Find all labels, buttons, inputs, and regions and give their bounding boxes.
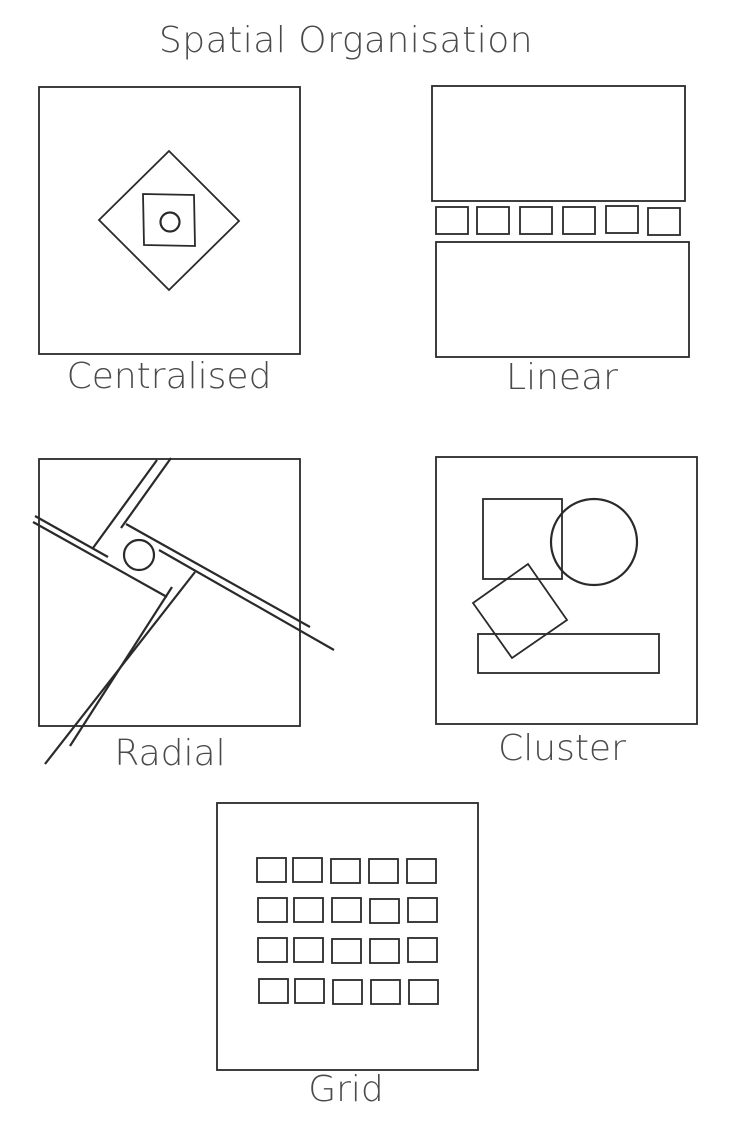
diagram-grid	[216, 802, 479, 1071]
inner-square	[142, 193, 196, 247]
nw-arm-line-b	[34, 515, 109, 558]
label-cluster: Cluster	[498, 728, 626, 769]
bottom-rectangle	[435, 241, 690, 358]
small-square-6	[647, 207, 681, 236]
center-circle	[159, 211, 181, 233]
cluster-square	[482, 498, 563, 580]
top-rectangle	[431, 85, 686, 202]
top-arm-line-a	[92, 459, 158, 549]
label-grid: Grid	[308, 1069, 384, 1110]
diagram-cluster	[435, 456, 698, 725]
small-square-3	[519, 206, 553, 235]
grid-cells	[256, 857, 439, 1005]
right-arm-line-b	[158, 549, 335, 651]
outer-square	[435, 456, 698, 725]
label-linear: Linear	[506, 357, 618, 398]
nw-arm-line-a	[32, 521, 168, 598]
small-square-4	[562, 206, 596, 235]
small-square-5	[605, 205, 639, 234]
diagram-centralised	[38, 86, 301, 355]
right-arm-line-a	[125, 523, 311, 628]
rotated-diamond	[97, 149, 241, 292]
outer-square	[38, 86, 301, 355]
cluster-rotated-square	[471, 562, 569, 660]
center-circle	[122, 538, 156, 572]
top-arm-line-b	[120, 457, 172, 529]
outer-square	[216, 802, 479, 1071]
diagram-linear	[431, 85, 690, 358]
label-radial: Radial	[114, 733, 226, 774]
cluster-circle	[549, 497, 639, 587]
page-title: Spatial Organisation	[158, 20, 534, 61]
label-centralised: Centralised	[66, 356, 272, 397]
cluster-long-rectangle	[477, 633, 660, 674]
bottom-arm-line-b	[44, 571, 196, 765]
small-square-2	[476, 206, 510, 235]
small-square-1	[435, 206, 469, 235]
diagram-radial	[32, 457, 335, 765]
